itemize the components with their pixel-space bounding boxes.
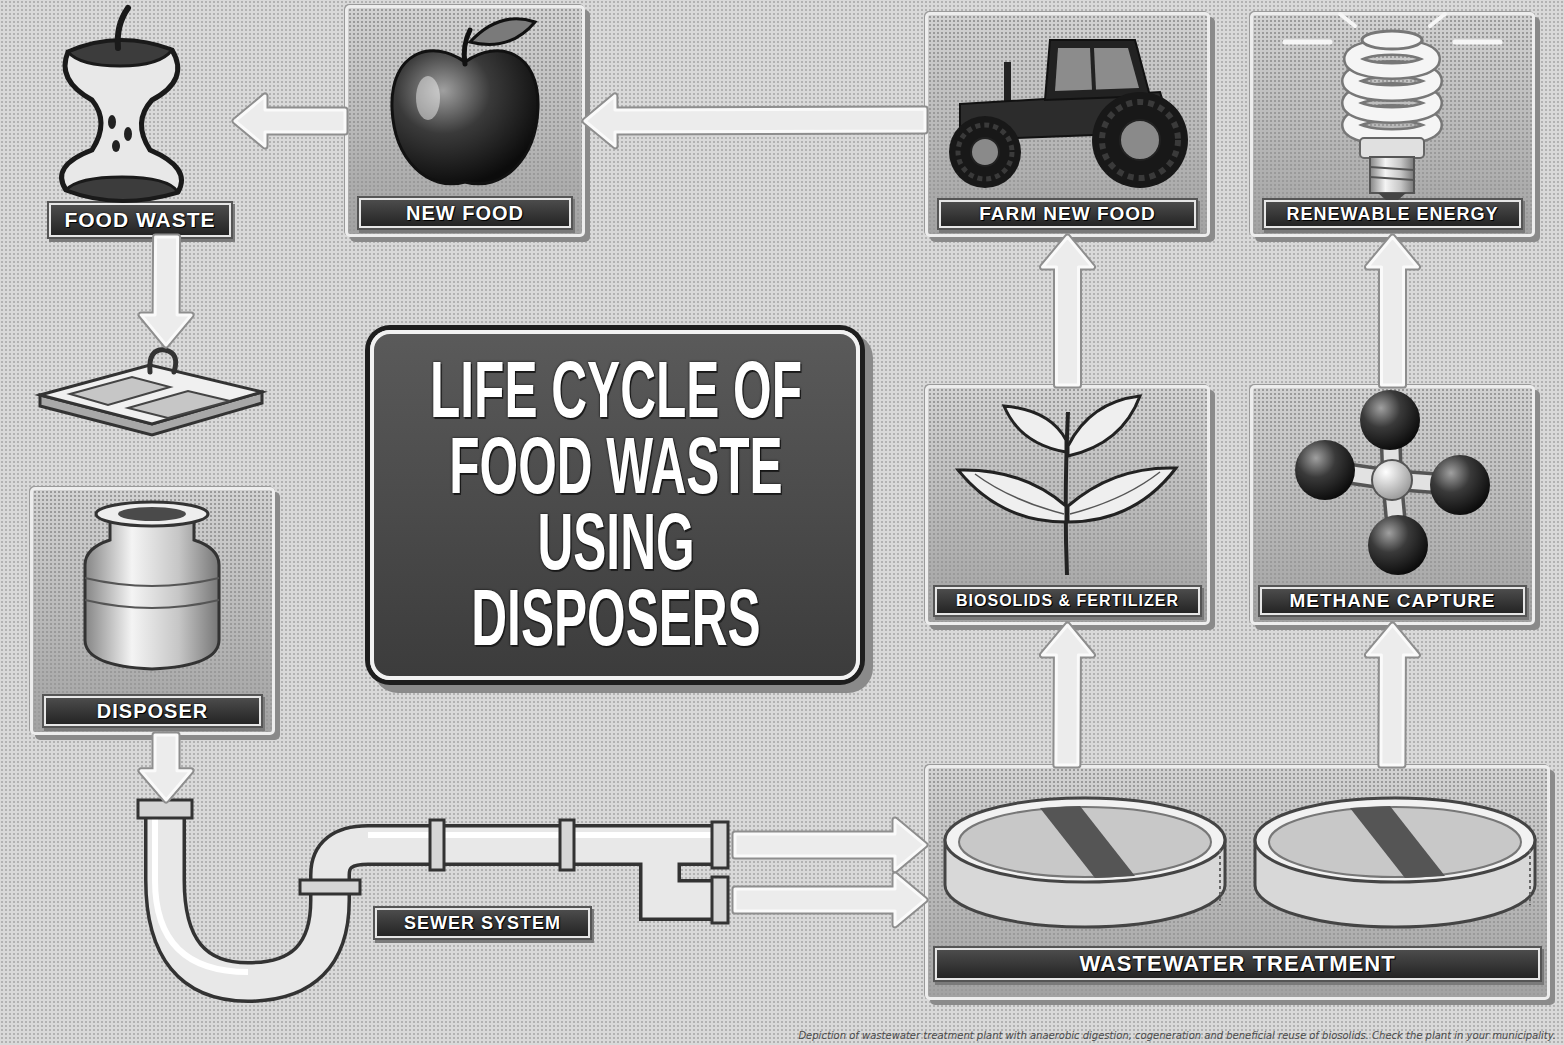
apple-core-icon	[62, 8, 182, 201]
flow-arrow	[1042, 625, 1092, 765]
figure-caption: Depiction of wastewater treatment plant …	[798, 1030, 1556, 1041]
sewer-pipe-icon-part	[138, 800, 192, 818]
process-box: BIOSOLIDS & FERTILIZER	[925, 385, 1210, 625]
flow-arrow-body	[735, 820, 925, 870]
process-box: WASTEWATER TREATMENT	[925, 765, 1550, 1000]
flow-arrow-outline	[585, 96, 925, 146]
sewer-pipe-icon	[138, 800, 728, 982]
flow-arrow-outline	[1367, 625, 1417, 765]
flow-arrow-outline	[141, 735, 191, 800]
sink-icon-part	[128, 391, 230, 418]
node-label: METHANE CAPTURE	[1260, 587, 1525, 615]
sink-icon-part	[150, 350, 176, 372]
flow-arrow	[1367, 625, 1417, 765]
sink-icon-part	[40, 392, 262, 435]
diagram-title: LIFE CYCLE OF FOOD WASTE USING DISPOSERS	[421, 352, 812, 656]
sewer-pipe-icon-part	[368, 832, 722, 838]
flow-arrow-body	[1368, 237, 1418, 385]
flow-arrow	[735, 820, 925, 870]
flow-arrow-outline	[235, 96, 345, 146]
process-box: FARM NEW FOOD	[925, 12, 1210, 237]
node-label: FARM NEW FOOD	[939, 200, 1196, 228]
node-label: WASTEWATER TREATMENT	[935, 948, 1540, 980]
node-label: SEWER SYSTEM	[375, 908, 590, 938]
flow-arrow	[141, 237, 191, 345]
flow-arrow	[735, 875, 925, 925]
sewer-pipe-icon-part	[165, 812, 722, 982]
sewer-pipe-icon-part	[712, 877, 728, 923]
node-label: NEW FOOD	[359, 198, 571, 228]
node-label: DISPOSER	[44, 696, 261, 726]
flow-arrow-body	[1043, 237, 1093, 385]
apple-core-icon-part	[108, 115, 116, 129]
title-frame: LIFE CYCLE OF FOOD WASTE USING DISPOSERS	[370, 330, 860, 680]
flow-arrow	[235, 96, 345, 146]
flow-arrow-body	[235, 96, 345, 146]
flow-arrow-body	[585, 96, 925, 146]
apple-core-icon-part	[68, 40, 172, 66]
process-box: SEWER SYSTEM	[105, 800, 735, 1000]
process-box: NEW FOOD	[345, 5, 585, 237]
sewer-pipe-icon-part	[660, 845, 722, 900]
apple-core-icon-part	[62, 40, 182, 200]
flow-arrow-body	[141, 735, 191, 800]
flow-arrow-body	[1367, 625, 1417, 765]
flow-arrow-outline	[1042, 625, 1092, 765]
apple-core-icon-part	[124, 127, 132, 141]
apple-core-icon-part	[112, 140, 120, 152]
sink-icon-part	[40, 365, 262, 424]
sewer-pipe-icon-part	[660, 845, 722, 900]
node-label: RENEWABLE ENERGY	[1264, 200, 1521, 228]
flow-arrow-body	[735, 875, 925, 925]
node-label: BIOSOLIDS & FERTILIZER	[935, 587, 1200, 615]
process-box: FOOD WASTE	[45, 5, 235, 237]
flow-arrow	[1043, 237, 1093, 385]
sewer-pipe-icon-part	[430, 820, 444, 870]
process-box: DISPOSER	[30, 345, 275, 735]
sewer-pipe-icon-part	[560, 820, 574, 870]
process-box: METHANE CAPTURE	[1250, 385, 1535, 625]
flow-arrow-outline	[1043, 237, 1093, 385]
flow-arrow-outline	[141, 237, 191, 345]
process-box: RENEWABLE ENERGY	[1250, 12, 1535, 237]
flow-arrow-outline	[735, 820, 925, 870]
apple-core-icon-part	[118, 8, 128, 48]
sink-icon	[40, 350, 262, 435]
flow-arrow-body	[141, 237, 191, 345]
flow-arrow	[585, 96, 925, 146]
flow-arrow-outline	[735, 875, 925, 925]
flow-arrow-outline	[1368, 237, 1418, 385]
sewer-pipe-icon-part	[155, 812, 248, 972]
node-label: FOOD WASTE	[49, 203, 231, 237]
flow-arrow-body	[1042, 625, 1092, 765]
sink-icon-part	[70, 377, 170, 405]
sewer-pipe-icon-part	[165, 812, 722, 982]
sewer-pipe-icon-part	[300, 880, 360, 894]
flow-arrow	[141, 735, 191, 800]
sewer-pipe-icon-part	[712, 822, 728, 868]
flow-arrow	[1368, 237, 1418, 385]
apple-core-icon-part	[66, 177, 178, 201]
